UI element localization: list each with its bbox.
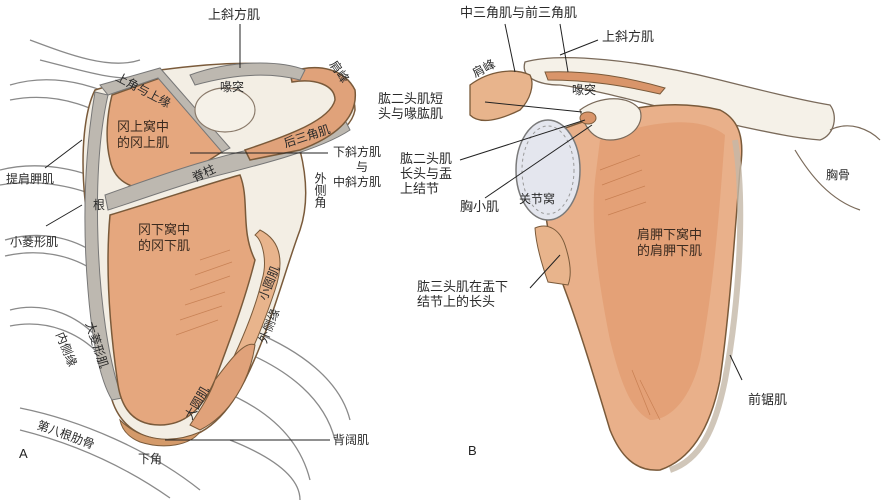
label-glenoid-fossa: 关节窝 bbox=[519, 192, 556, 206]
label-biceps-short-head: 肱二头肌短 头与喙肱肌 bbox=[378, 92, 444, 122]
label-lower-trapezius: 下斜方肌 bbox=[333, 145, 382, 159]
label-spine-root: 根 bbox=[93, 198, 106, 212]
label-middle-trapezius: 中斜方肌 bbox=[333, 175, 382, 189]
label-lateral-angle: 外侧角 bbox=[313, 172, 327, 208]
label-triceps-long-head: 肱三头肌在盂下 结节上的长头 bbox=[417, 280, 509, 310]
label-serratus-anterior: 前锯肌 bbox=[748, 393, 788, 408]
panel-letter-a: A bbox=[19, 446, 28, 461]
label-coracoid-b: 喙突 bbox=[572, 83, 597, 97]
panel-letter-b: B bbox=[468, 443, 477, 458]
label-inferior-angle: 下角 bbox=[138, 452, 163, 466]
label-rhomboid-minor: 小菱形肌 bbox=[10, 235, 59, 249]
label-coracoid-a: 喙突 bbox=[220, 80, 245, 94]
label-infraspinatus: 冈下窝中 的冈下肌 bbox=[138, 223, 191, 254]
label-sternum: 胸骨 bbox=[826, 168, 851, 182]
ribs-posterior bbox=[0, 39, 351, 500]
label-upper-trapezius-a: 上斜方肌 bbox=[208, 8, 261, 23]
label-upper-trapezius-b: 上斜方肌 bbox=[602, 30, 655, 45]
label-biceps-long-head: 肱二头肌 长头与盂 上结节 bbox=[400, 152, 453, 197]
panel-a-drawing bbox=[0, 24, 357, 500]
panel-b-drawing bbox=[459, 23, 881, 473]
label-supraspinatus: 冈上窝中 的冈上肌 bbox=[117, 120, 170, 151]
label-levator-scapulae: 提肩胛肌 bbox=[6, 172, 55, 186]
label-pectoralis-minor: 胸小肌 bbox=[460, 200, 500, 215]
label-subscapularis: 肩胛下窝中 的肩胛下肌 bbox=[637, 228, 703, 259]
label-and: 与 bbox=[356, 160, 369, 174]
label-middle-anterior-deltoid: 中三角肌与前三角肌 bbox=[460, 6, 578, 21]
label-latissimus-dorsi: 背阔肌 bbox=[333, 433, 370, 447]
